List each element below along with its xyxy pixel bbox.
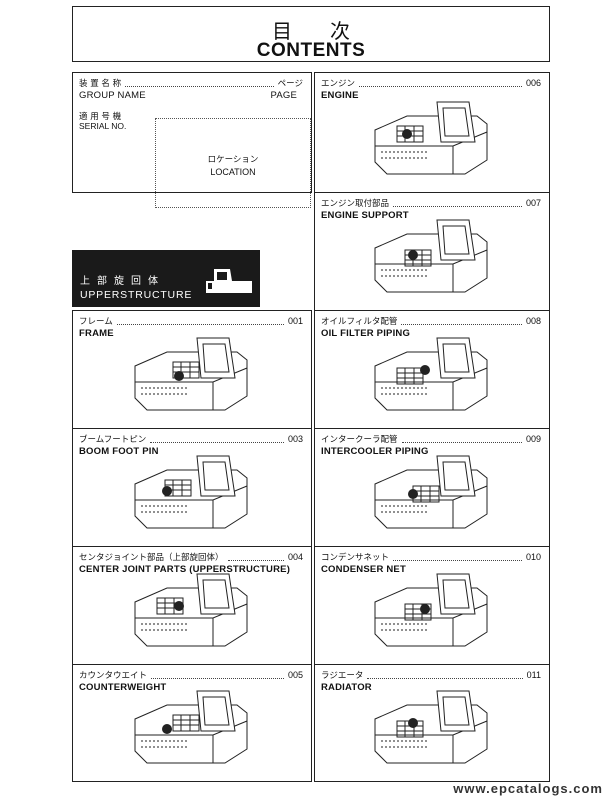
title-english: CONTENTS: [256, 40, 366, 61]
item-title-en: COUNTERWEIGHT: [79, 682, 167, 693]
item-title-en: FRAME: [79, 328, 114, 339]
item-title-en: OIL FILTER PIPING: [321, 328, 411, 339]
item-title-jp: オイルフィルタ配管: [321, 317, 398, 327]
item-page-number: 004: [287, 552, 303, 562]
section-en: UPPERSTRUCTURE: [80, 289, 193, 301]
leader-dots: [393, 199, 522, 207]
leader-dots: [401, 435, 522, 443]
excavator-cab-icon: [200, 259, 258, 303]
contents-item[interactable]: エンジン 006 ENGINE: [314, 72, 550, 193]
item-header: コンデンサネット 010: [321, 551, 541, 563]
item-title-jp: カウンタウエイト: [79, 671, 148, 681]
legend-header: 装 置 名 称 ページ: [79, 77, 303, 89]
item-title-jp: インタークーラ配管: [321, 435, 398, 445]
item-header: カウンタウエイト 005: [79, 669, 303, 681]
item-header: センタジョイント部品（上部旋回体） 004: [79, 551, 303, 563]
item-page-number: 011: [526, 670, 541, 680]
item-title-jp: ラジエータ: [321, 671, 364, 681]
item-title-jp: ブームフートピン: [79, 435, 147, 445]
item-header: エンジン取付部品 007: [321, 197, 541, 209]
leader-dots: [393, 553, 522, 561]
item-title-en: CONDENSER NET: [321, 564, 406, 575]
item-header: オイルフィルタ配管 008: [321, 315, 541, 327]
location-box: ロケーション LOCATION: [155, 118, 311, 208]
leader-dots: [150, 435, 284, 443]
leader-dots: [125, 79, 274, 87]
leader-dots: [359, 79, 522, 87]
contents-item[interactable]: フレーム 001 FRAME: [72, 310, 312, 429]
leader-dots: [401, 317, 522, 325]
item-title-en: ENGINE SUPPORT: [321, 210, 409, 221]
legend-box: 装 置 名 称 ページ GROUP NAME PAGE 適 用 号 機 SERI…: [72, 72, 312, 208]
leader-dots: [151, 671, 284, 679]
watermark: www.epcatalogs.com: [453, 781, 603, 796]
item-title-jp: コンデンサネット: [321, 553, 390, 563]
item-title-en: CENTER JOINT PARTS (UPPERSTRUCTURE): [79, 564, 291, 575]
item-page-number: 005: [287, 670, 303, 680]
item-header: フレーム 001: [79, 315, 303, 327]
contents-item[interactable]: オイルフィルタ配管 008 OIL FILTER PIPING: [314, 310, 550, 429]
item-title-en: INTERCOOLER PIPING: [321, 446, 429, 457]
part-illustration: [367, 685, 497, 778]
contents-item[interactable]: ラジエータ 011 RADIATOR: [314, 664, 550, 782]
legend-page-jp: ページ: [277, 79, 303, 89]
contents-item[interactable]: コンデンサネット 010 CONDENSER NET: [314, 546, 550, 665]
part-illustration: [367, 568, 497, 661]
location-jp: ロケーション: [207, 155, 259, 165]
legend-page-en: PAGE: [270, 90, 297, 101]
item-header: エンジン 006: [321, 77, 541, 89]
item-page-number: 009: [525, 434, 541, 444]
leader-dots: [116, 317, 284, 325]
item-title-jp: エンジン: [321, 79, 356, 89]
item-title-en: ENGINE: [321, 90, 359, 101]
legend-serial-jp: 適 用 号 機: [79, 112, 122, 122]
item-page-number: 010: [525, 552, 541, 562]
part-illustration: [367, 332, 497, 425]
item-title-en: BOOM FOOT PIN: [79, 446, 159, 457]
item-page-number: 008: [525, 316, 541, 326]
item-title-en: RADIATOR: [321, 682, 372, 693]
section-jp: 上部旋回体: [80, 276, 165, 287]
contents-item[interactable]: カウンタウエイト 005 COUNTERWEIGHT: [72, 664, 312, 782]
item-header: インタークーラ配管 009: [321, 433, 541, 445]
item-page-number: 006: [525, 78, 541, 88]
legend-serial-en: SERIAL NO.: [79, 121, 127, 131]
item-title-jp: エンジン取付部品: [321, 199, 390, 209]
item-title-jp: センタジョイント部品（上部旋回体）: [79, 553, 224, 563]
leader-dots: [367, 671, 523, 679]
legend-group-en: GROUP NAME: [79, 90, 146, 101]
title-japanese: 目次: [272, 19, 388, 43]
item-header: ブームフートピン 003: [79, 433, 303, 445]
contents-item[interactable]: センタジョイント部品（上部旋回体） 004 CENTER JOINT PARTS…: [72, 546, 312, 665]
item-header: ラジエータ 011: [321, 669, 541, 681]
leader-dots: [227, 553, 284, 561]
contents-item[interactable]: エンジン取付部品 007 ENGINE SUPPORT: [314, 192, 550, 311]
title-box: 目次 CONTENTS: [72, 6, 550, 62]
legend-english-row: GROUP NAME PAGE: [79, 90, 297, 101]
part-illustration: [127, 685, 257, 778]
part-illustration: [367, 450, 497, 543]
part-illustration: [127, 568, 257, 661]
item-page-number: 007: [525, 198, 541, 208]
part-illustration: [127, 450, 257, 543]
item-title-jp: フレーム: [79, 317, 113, 327]
location-en: LOCATION: [210, 167, 256, 177]
legend-group-jp: 装 置 名 称: [79, 79, 122, 89]
contents-item[interactable]: インタークーラ配管 009 INTERCOOLER PIPING: [314, 428, 550, 547]
part-illustration: [127, 332, 257, 425]
contents-item[interactable]: ブームフートピン 003 BOOM FOOT PIN: [72, 428, 312, 547]
part-illustration: [367, 214, 497, 307]
part-illustration: [367, 96, 497, 189]
item-page-number: 003: [287, 434, 303, 444]
item-page-number: 001: [287, 316, 303, 326]
